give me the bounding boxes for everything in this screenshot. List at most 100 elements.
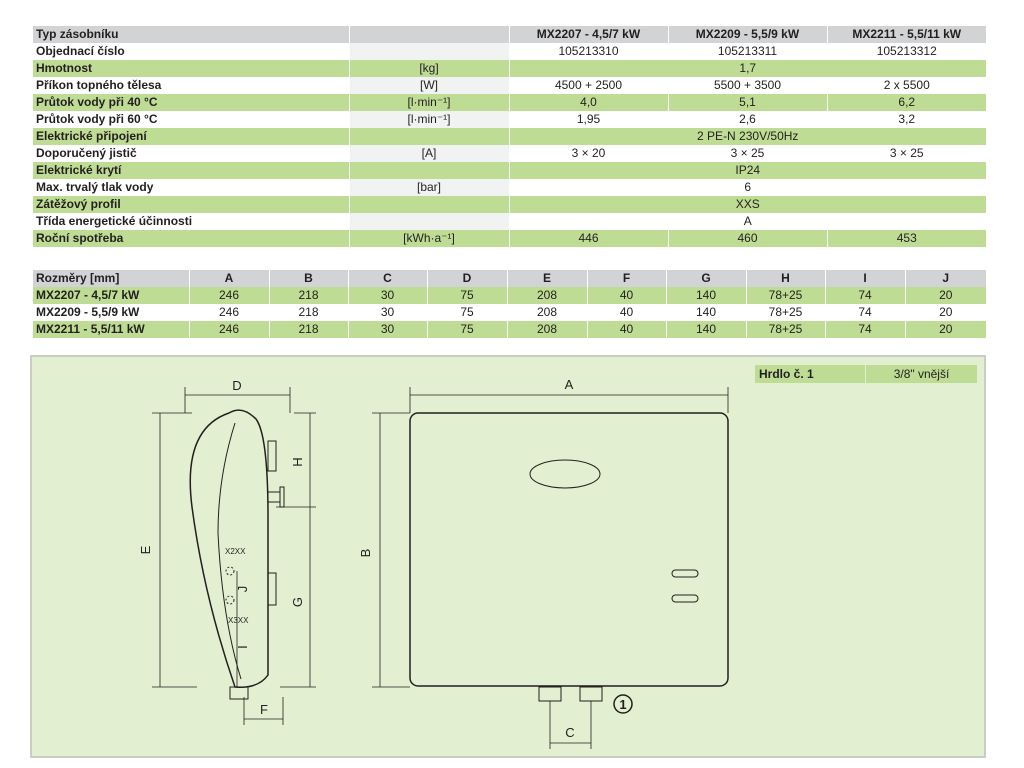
spec-row: Elektrické připojení 2 PE-N 230V/50Hz bbox=[33, 128, 986, 145]
dimension-model: MX2207 - 4,5/7 kW bbox=[33, 287, 190, 304]
dimension-value: 75 bbox=[427, 287, 508, 304]
dimension-value: 20 bbox=[905, 287, 986, 304]
spec-value: 5500 + 3500 bbox=[668, 77, 828, 94]
dimension-value: 246 bbox=[189, 321, 270, 338]
dimension-column-header: D bbox=[427, 270, 508, 287]
technical-drawing: D E H G J I F A B C X2XX X3XX 1 bbox=[138, 377, 729, 749]
dimension-value: 246 bbox=[189, 287, 270, 304]
dimension-column-header: I bbox=[825, 270, 906, 287]
spec-unit bbox=[349, 213, 510, 230]
dimension-value: 30 bbox=[348, 287, 428, 304]
dim-label-b: B bbox=[358, 549, 373, 558]
model-header: MX2207 - 4,5/7 kW bbox=[509, 26, 669, 43]
spec-value: IP24 bbox=[509, 162, 986, 179]
spec-value: 3 × 25 bbox=[668, 145, 828, 162]
dimension-column-header: B bbox=[269, 270, 349, 287]
dimension-value: 40 bbox=[587, 321, 667, 338]
dim-label-f: F bbox=[260, 702, 268, 717]
front-view bbox=[409, 412, 729, 714]
spec-unit: [A] bbox=[349, 145, 510, 162]
spec-value: A bbox=[509, 213, 986, 230]
hrdlo-label: Hrdlo č. 1 bbox=[755, 365, 865, 383]
spec-label: Hmotnost bbox=[33, 60, 350, 77]
callout-number: 1 bbox=[619, 697, 626, 712]
spec-row: Roční spotřeba [kWh·a⁻¹] 446 460 453 bbox=[33, 230, 986, 247]
spec-value: 4500 + 2500 bbox=[509, 77, 669, 94]
spec-unit: [l·min⁻¹] bbox=[349, 94, 510, 111]
hrdlo-value: 3/8" vnější bbox=[866, 365, 977, 383]
dimension-value: 74 bbox=[825, 304, 906, 321]
spec-value: 460 bbox=[668, 230, 828, 247]
dim-label-g: G bbox=[290, 597, 305, 607]
spec-value: 4,0 bbox=[509, 94, 669, 111]
dimensions-header-label: Rozměry [mm] bbox=[33, 270, 190, 287]
spec-value: 3,2 bbox=[827, 111, 986, 128]
dimension-value: 20 bbox=[905, 304, 986, 321]
dimension-value: 74 bbox=[825, 287, 906, 304]
spec-value: 105213310 bbox=[509, 43, 669, 60]
dimension-column-header: C bbox=[348, 270, 428, 287]
spec-value: 3 × 20 bbox=[509, 145, 669, 162]
specs-table: Typ zásobníku MX2207 - 4,5/7 kW MX2209 -… bbox=[33, 26, 986, 247]
dim-label-a: A bbox=[565, 377, 574, 392]
dim-label-i: I bbox=[235, 645, 250, 649]
spec-unit bbox=[349, 128, 510, 145]
spec-row: Max. trvalý tlak vody [bar] 6 bbox=[33, 179, 986, 196]
dimension-column-header: J bbox=[905, 270, 986, 287]
model-header: MX2209 - 5,5/9 kW bbox=[668, 26, 828, 43]
spec-label: Příkon topného tělesa bbox=[33, 77, 350, 94]
spec-label: Průtok vody při 60 °C bbox=[33, 111, 350, 128]
spec-label: Objednací číslo bbox=[33, 43, 350, 60]
spec-row: Třída energetické účinnosti A bbox=[33, 213, 986, 230]
dimension-value: 74 bbox=[825, 321, 906, 338]
spec-unit: [kg] bbox=[349, 60, 510, 77]
dimension-value: 140 bbox=[666, 304, 747, 321]
spec-unit: [bar] bbox=[349, 179, 510, 196]
specs-header-label: Typ zásobníku bbox=[33, 26, 350, 43]
spec-row: Průtok vody při 60 °C [l·min⁻¹] 1,95 2,6… bbox=[33, 111, 986, 128]
spec-row: Doporučený jistič [A] 3 × 20 3 × 25 3 × … bbox=[33, 145, 986, 162]
spec-row: Objednací číslo 105213310 105213311 1052… bbox=[33, 43, 986, 60]
dimension-value: 218 bbox=[269, 321, 349, 338]
dimension-value: 30 bbox=[348, 304, 428, 321]
spec-label: Elektrické připojení bbox=[33, 128, 350, 145]
spec-label: Roční spotřeba bbox=[33, 230, 350, 247]
dimension-value: 140 bbox=[666, 321, 747, 338]
spec-unit bbox=[349, 196, 510, 213]
dimension-row: MX2209 - 5,5/9 kW 246 218 30 75 208 40 1… bbox=[33, 304, 986, 321]
spec-unit: [W] bbox=[349, 77, 510, 94]
dimension-value: 140 bbox=[666, 287, 747, 304]
dim-label-c: C bbox=[565, 725, 574, 740]
dimension-value: 20 bbox=[905, 321, 986, 338]
hrdlo-box: Hrdlo č. 1 3/8" vnější bbox=[755, 365, 977, 383]
spec-value: 1,95 bbox=[509, 111, 669, 128]
spec-value: XXS bbox=[509, 196, 986, 213]
spec-label: Elektrické krytí bbox=[33, 162, 350, 179]
dimension-value: 78+25 bbox=[746, 287, 826, 304]
dimensions-header-row: Rozměry [mm] A B C D E F G H I J bbox=[33, 270, 986, 287]
spec-value: 3 × 25 bbox=[827, 145, 986, 162]
dimension-value: 78+25 bbox=[746, 321, 826, 338]
dim-label-e: E bbox=[138, 545, 153, 554]
dimension-column-header: H bbox=[746, 270, 826, 287]
spec-label: Max. trvalý tlak vody bbox=[33, 179, 350, 196]
dimension-value: 218 bbox=[269, 287, 349, 304]
spec-value: 446 bbox=[509, 230, 669, 247]
connector-label-x3: X3XX bbox=[228, 616, 249, 625]
dimension-value: 246 bbox=[189, 304, 270, 321]
dimension-column-header: E bbox=[507, 270, 588, 287]
dim-label-d: D bbox=[232, 378, 241, 393]
dimension-value: 40 bbox=[587, 304, 667, 321]
spec-row: Průtok vody při 40 °C [l·min⁻¹] 4,0 5,1 … bbox=[33, 94, 986, 111]
dimension-value: 30 bbox=[348, 321, 428, 338]
spec-row: Hmotnost [kg] 1,7 bbox=[33, 60, 986, 77]
spec-value: 105213311 bbox=[668, 43, 828, 60]
connector-label-x2: X2XX bbox=[225, 547, 246, 556]
dimension-row: MX2211 - 5,5/11 kW 246 218 30 75 208 40 … bbox=[33, 321, 986, 338]
spec-label: Třída energetické účinnosti bbox=[33, 213, 350, 230]
dimension-column-header: G bbox=[666, 270, 747, 287]
dimension-value: 208 bbox=[507, 304, 588, 321]
model-header: MX2211 - 5,5/11 kW bbox=[827, 26, 986, 43]
spec-unit: [l·min⁻¹] bbox=[349, 111, 510, 128]
dimension-lines bbox=[152, 387, 729, 749]
